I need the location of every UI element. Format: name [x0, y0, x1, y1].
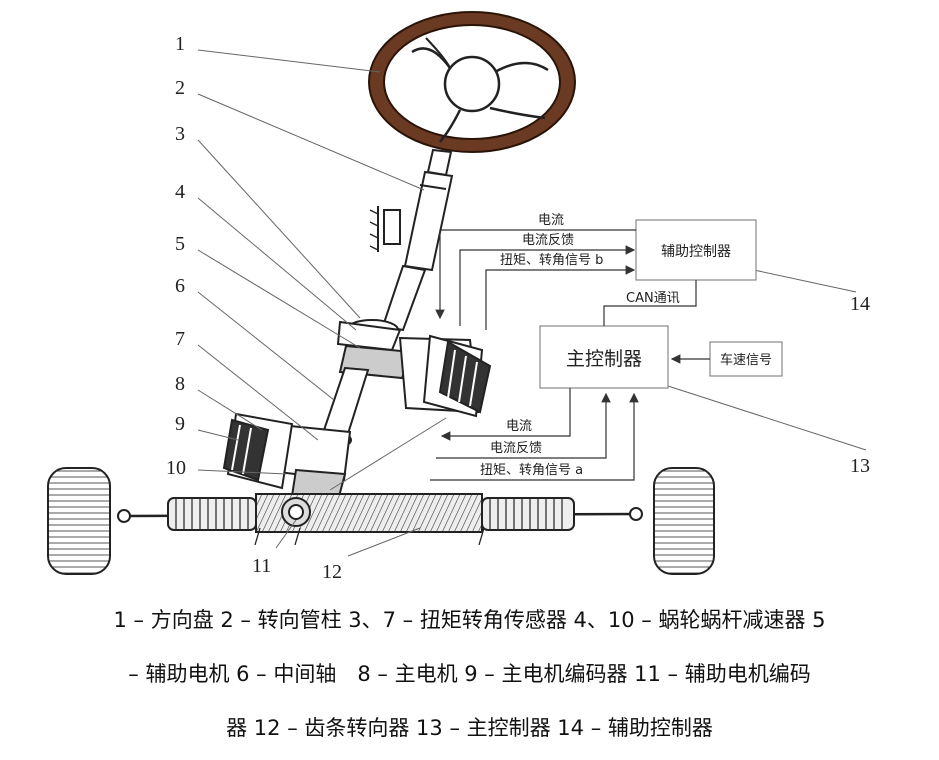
top-current-label: 电流 [538, 213, 564, 228]
steering-system-diagram: 1 2 3 4 5 6 7 8 9 10 11 12 13 14 辅助控制器 主… [47, 11, 870, 583]
signal-wires [430, 229, 710, 481]
rack-steering-gear [117, 493, 643, 546]
signal-labels: 电流 电流反馈 扭矩、转角信号 b CAN通讯 电流 电流反馈 扭矩、转角信号 … [480, 213, 680, 478]
aux-motor [422, 334, 492, 418]
leader-lines [197, 49, 867, 557]
bottom-current-feedback-label: 电流反馈 [490, 441, 542, 456]
caption-line-2: – 辅助电机 6 – 中间轴 8 – 主电机 9 – 主电机编码器 11 – 辅… [128, 662, 811, 686]
top-torque-signal-label: 扭矩、转角信号 b [500, 253, 603, 268]
part-number-10: 10 [166, 457, 186, 479]
part-number-1: 1 [175, 33, 185, 55]
part-number-8: 8 [175, 373, 185, 395]
aux-controller-box: 辅助控制器 [635, 219, 757, 281]
part-numbers: 1 2 3 4 5 6 7 8 9 10 11 12 13 14 [166, 33, 870, 583]
part-number-2: 2 [175, 77, 185, 99]
main-controller-label: 主控制器 [566, 348, 642, 370]
speed-signal-box: 车速信号 [709, 341, 783, 377]
aux-controller-label: 辅助控制器 [661, 244, 731, 260]
right-tire [653, 467, 715, 575]
steering-column [369, 148, 454, 332]
part-number-11: 11 [252, 555, 271, 577]
part-number-14: 14 [850, 293, 870, 315]
main-controller-box: 主控制器 [539, 325, 669, 389]
part-number-3: 3 [175, 123, 185, 145]
can-label: CAN通讯 [626, 291, 680, 306]
main-motor [222, 412, 294, 490]
part-number-13: 13 [850, 455, 870, 477]
part-number-12: 12 [322, 561, 342, 583]
part-number-6: 6 [175, 275, 185, 297]
part-number-9: 9 [175, 413, 185, 435]
part-number-5: 5 [175, 233, 185, 255]
left-tire [47, 467, 111, 575]
top-current-feedback-label: 电流反馈 [522, 233, 574, 248]
part-number-4: 4 [175, 181, 185, 203]
caption-line-3: 器 12 – 齿条转向器 13 – 主控制器 14 – 辅助控制器 [226, 716, 713, 740]
bottom-current-label: 电流 [506, 419, 532, 434]
speed-signal-label: 车速信号 [720, 352, 772, 368]
steering-wheel [368, 11, 576, 153]
bottom-torque-signal-label: 扭矩、转角信号 a [480, 463, 583, 478]
part-number-7: 7 [175, 328, 185, 350]
caption-line-1: 1 – 方向盘 2 – 转向管柱 3、7 – 扭矩转角传感器 4、10 – 蜗轮… [113, 608, 826, 632]
